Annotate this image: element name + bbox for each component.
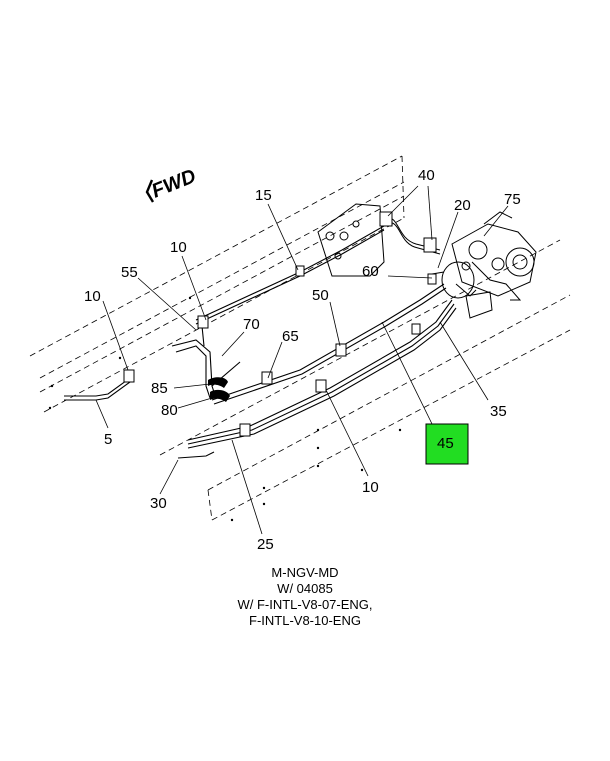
callout-55: 55 xyxy=(121,264,138,281)
caption-line-4: F-INTL-V8-10-ENG xyxy=(249,613,361,628)
callout-25: 25 xyxy=(257,536,274,553)
callout-10: 10 xyxy=(84,288,101,305)
frame-rail-lower xyxy=(159,239,571,521)
valve-assembly xyxy=(451,211,537,297)
callout-70: 70 xyxy=(243,316,260,333)
leader-lines xyxy=(95,185,509,535)
callout-60: 60 xyxy=(362,263,379,280)
hose-clamps xyxy=(208,377,230,402)
fwd-arrow-icon xyxy=(145,179,155,203)
callout-35: 35 xyxy=(490,403,507,420)
mounting-bracket xyxy=(317,203,522,319)
callout-40: 40 xyxy=(418,167,435,184)
highlighted-callout-45[interactable]: 45 xyxy=(425,423,469,465)
tube-loop-40 xyxy=(379,211,441,255)
diagram-caption: M-NGV-MD W/ 04085 W/ F-INTL-V8-07-ENG, F… xyxy=(0,565,610,629)
frame-rail-holes xyxy=(48,296,402,522)
fwd-label: FWD xyxy=(149,165,199,202)
callout-80: 80 xyxy=(161,402,178,419)
caption-line-3: W/ F-INTL-V8-07-ENG, xyxy=(237,597,373,612)
callout-75: 75 xyxy=(504,191,521,208)
air-line-main xyxy=(64,225,457,459)
callout-50: 50 xyxy=(312,287,329,304)
callout-10: 10 xyxy=(362,479,379,496)
callout-5: 5 xyxy=(104,431,112,448)
highlight-box[interactable] xyxy=(425,423,469,465)
caption-line-1: M-NGV-MD xyxy=(271,565,339,580)
callout-85: 85 xyxy=(151,380,168,397)
callout-15: 15 xyxy=(255,187,272,204)
callout-10: 10 xyxy=(170,239,187,256)
caption-line-2: W/ 04085 xyxy=(277,581,333,596)
callouts: 5 10 10 10 15 20 25 30 35 40 50 55 60 65… xyxy=(84,167,521,553)
line-clips xyxy=(123,265,437,437)
callout-45: 45 xyxy=(437,435,454,452)
callout-20: 20 xyxy=(454,197,471,214)
frame-rail-upper xyxy=(29,155,405,413)
callout-65: 65 xyxy=(282,328,299,345)
callout-30: 30 xyxy=(150,495,167,512)
